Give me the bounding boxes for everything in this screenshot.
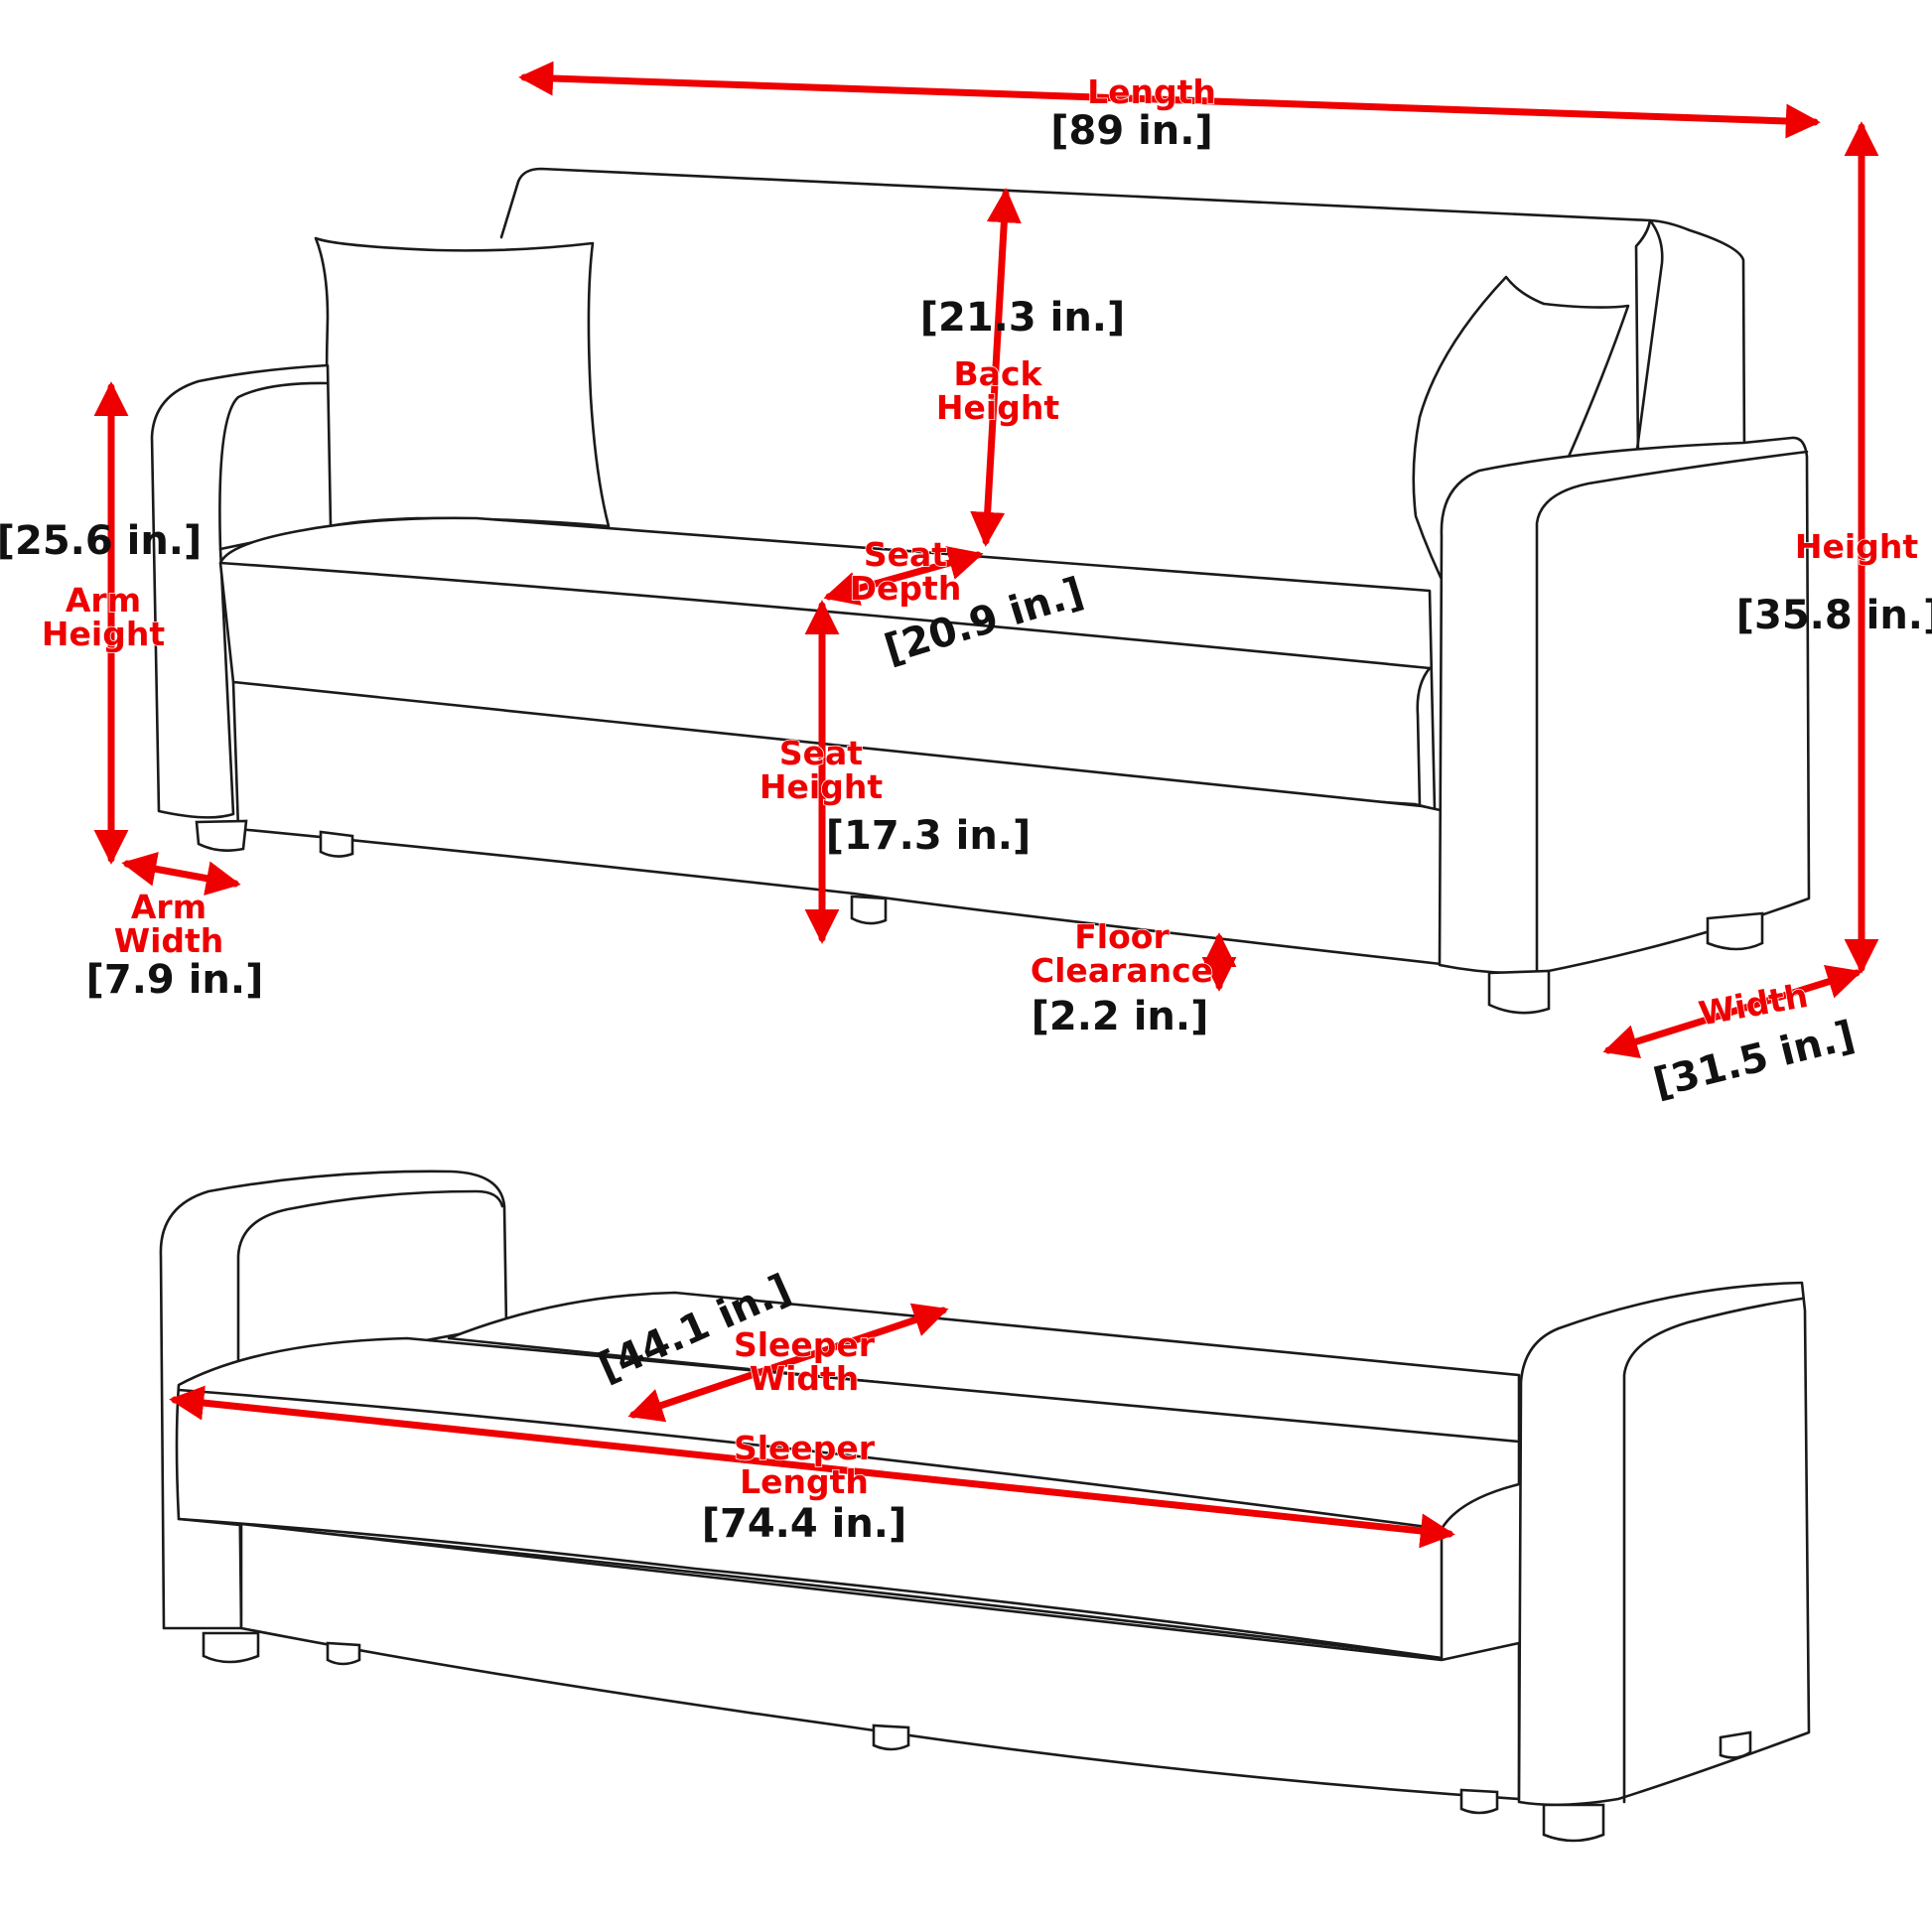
sofa-base bbox=[231, 680, 1451, 967]
sofa-right-arm bbox=[1438, 436, 1811, 975]
bed-left-arm-inner-edge bbox=[236, 1189, 504, 1377]
height-value: [35.8 in.] bbox=[1736, 593, 1932, 638]
bed-leg-back-right-far bbox=[1719, 1730, 1752, 1759]
bed-leg-back-left bbox=[326, 1641, 361, 1666]
height-label: Height bbox=[1795, 527, 1918, 566]
bed-leg-front-right bbox=[1542, 1803, 1605, 1843]
seat-cushion-top-edge bbox=[218, 561, 1432, 670]
seat-depth-label-line1: Seat bbox=[864, 535, 947, 574]
arm-width-arrow bbox=[121, 852, 241, 896]
sleeper-length-arrow bbox=[169, 1385, 1455, 1549]
bed-base bbox=[239, 1522, 1521, 1801]
back-height-label-line2: Height bbox=[936, 388, 1059, 427]
sofa-leg-back-right bbox=[1706, 911, 1764, 951]
back-height-label-line1: Back bbox=[954, 354, 1043, 393]
bed-leg-middle bbox=[872, 1724, 910, 1751]
seat-cushion-front-corner bbox=[1416, 666, 1432, 808]
seat-height-label-line1: Seat bbox=[779, 734, 863, 772]
length-value: [89 in.] bbox=[1050, 108, 1213, 154]
sofa-leg-front-right bbox=[1487, 969, 1551, 1015]
sofa-backrest bbox=[499, 167, 1746, 459]
bed-leg-back-right bbox=[1459, 1788, 1499, 1815]
sleeper-width-label-line2: Width bbox=[750, 1359, 860, 1398]
backrest-side-edge bbox=[1634, 218, 1664, 459]
seat-depth-label-line2: Depth bbox=[850, 569, 962, 608]
sleeper-length-label-line2: Length bbox=[740, 1462, 869, 1501]
seat-height-value: [17.3 in.] bbox=[826, 813, 1032, 859]
sleeper-length-value: [74.4 in.] bbox=[702, 1501, 907, 1547]
arm-width-value: [7.9 in.] bbox=[86, 957, 264, 1003]
arm-height-label-line1: Arm bbox=[66, 581, 141, 620]
back-height-arrow bbox=[970, 188, 1022, 547]
arm-height-value: [25.6 in.] bbox=[0, 518, 202, 564]
bed-right-arm bbox=[1517, 1281, 1811, 1807]
width-arrow bbox=[1602, 964, 1863, 1059]
floor-clearance-label-line2: Clearance bbox=[1031, 951, 1213, 990]
left-arm-inner-edge bbox=[218, 381, 330, 551]
sleeper-length-label-line1: Sleeper bbox=[734, 1429, 876, 1467]
seat-height-label-line2: Height bbox=[759, 767, 883, 806]
length-arrow bbox=[518, 61, 1821, 139]
sofa-left-arm bbox=[150, 363, 333, 819]
bed-right-arm-front-edge bbox=[1622, 1297, 1804, 1804]
bed-leg-front-left bbox=[202, 1631, 260, 1664]
sofa-leg-front-left bbox=[195, 819, 248, 852]
arm-width-label-line1: Arm bbox=[131, 888, 207, 926]
seat-depth-arrow bbox=[823, 546, 984, 606]
floor-clearance-value: [2.2 in.] bbox=[1032, 994, 1209, 1039]
sofa-bed-drawing bbox=[159, 1170, 1811, 1843]
sofa-leg-middle bbox=[850, 895, 888, 925]
back-height-value: [21.3 in.] bbox=[920, 295, 1126, 341]
sleeper-width-label-line1: Sleeper bbox=[734, 1325, 876, 1364]
sofa-leg-back-left bbox=[319, 830, 354, 858]
arm-width-label-line2: Width bbox=[114, 921, 224, 960]
left-pillow bbox=[314, 236, 611, 528]
length-label: Length bbox=[1087, 72, 1216, 111]
dimension-labels: Length [89 in.] [21.3 in.] Back Height [… bbox=[0, 71, 1932, 1547]
right-arm-front-edge bbox=[1535, 450, 1809, 973]
floor-clearance-label-line1: Floor bbox=[1074, 917, 1170, 956]
arm-height-label-line2: Height bbox=[42, 615, 165, 653]
bed-left-arm bbox=[159, 1170, 508, 1630]
dimension-arrows bbox=[93, 61, 1879, 1549]
width-label: Width bbox=[1696, 976, 1811, 1034]
